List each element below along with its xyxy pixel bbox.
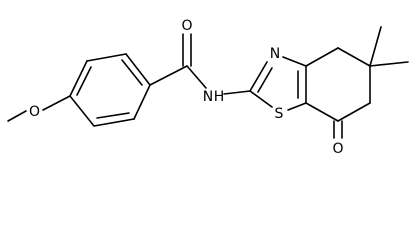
- bond-benzene-5: [86, 53, 127, 62]
- amide-hydrogen-label: H: [214, 89, 225, 105]
- carbonyl-oxygen-label: O: [181, 18, 192, 34]
- bond-c7a-s: [287, 102, 307, 111]
- ketone-oxygen-label: O: [332, 141, 343, 156]
- bonds: [7, 26, 409, 139]
- bond-benzene-1: [69, 95, 95, 127]
- bond-benzene-2: [93, 118, 135, 127]
- bond-benzene-4: [125, 53, 151, 86]
- thiazole-sulfur-label: S: [275, 106, 284, 122]
- molecule-structure: O O N H N S O: [7, 18, 409, 156]
- bond-c7-c7a: [305, 102, 339, 122]
- bond-n-thiazole: [223, 90, 251, 95]
- bond-c5-methyl-1: [369, 26, 382, 67]
- bond-o-aryl: [42, 95, 71, 111]
- bond-c5-methyl-2: [369, 61, 409, 67]
- bond-benzene-inner-3: [76, 66, 92, 96]
- methoxy-oxygen-label: O: [29, 104, 40, 120]
- bond-c2-n3-inner: [257, 67, 273, 93]
- bond-s-c2: [249, 90, 273, 108]
- bond-c2-n3: [249, 61, 268, 92]
- thiazole-nitrogen-label: N: [270, 46, 280, 62]
- bond-c4-c5: [337, 47, 371, 67]
- bond-benzene-inner-1: [96, 112, 130, 119]
- bond-benzene-6: [69, 60, 88, 97]
- bond-c6-c7: [337, 102, 371, 122]
- bond-carbonyl-n: [186, 65, 207, 89]
- bond-c3a-c4: [305, 47, 339, 67]
- bond-n3-c3a: [282, 56, 307, 67]
- bond-methyl-o: [7, 110, 27, 122]
- bond-benzene-inner-2: [121, 59, 143, 86]
- bond-benzene-3: [133, 84, 151, 120]
- bond-aryl-carbonyl: [149, 65, 188, 86]
- amide-nitrogen-label: N: [203, 89, 213, 105]
- atom-labels: O O N H N S O: [29, 18, 344, 156]
